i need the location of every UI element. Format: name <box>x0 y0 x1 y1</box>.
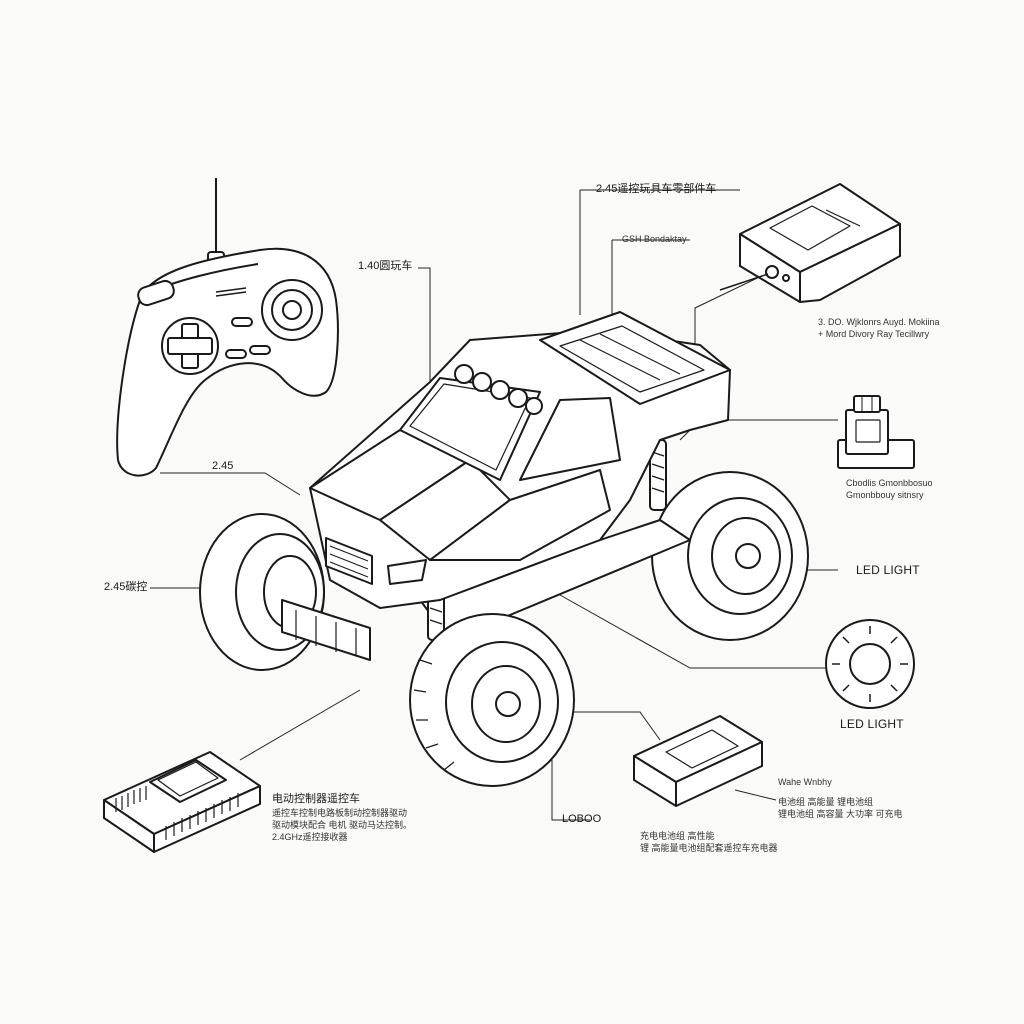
bottom-note-2: 锂 高能量电池组配套遥控车充电器 <box>640 843 778 854</box>
battery-notes: 电池组 高能量 锂电池组 锂电池组 高容量 大功率 可充电 <box>778 796 903 820</box>
battery-note-1: 电池组 高能量 锂电池组 <box>778 797 874 807</box>
battery-title: Wahe Wnbhy <box>778 777 832 787</box>
remote-bottom-label: 2.45 <box>212 460 234 472</box>
front-left-wheel <box>199 513 325 671</box>
esc-title: 电动控制器遥控车 <box>272 793 360 805</box>
front-right-wheel <box>409 613 575 787</box>
receiver-notes: 3. DO. Wjklonrs Auyd. Mokiina + Mord Div… <box>818 316 940 340</box>
battery-note-2: 锂电池组 高容量 大功率 可充电 <box>778 809 903 820</box>
led-light-label-top: LED LIGHT <box>856 563 920 577</box>
bottom-note-1: 充电电池组 高性能 <box>640 831 715 841</box>
bottom-center-label: LOBOO <box>562 813 602 825</box>
receiver-note-2: + Mord Divory Ray Tecillwry <box>818 329 930 340</box>
remote-top-label: 1.40圆玩车 <box>358 260 413 272</box>
circuit-board-icon <box>103 751 261 853</box>
receiver-note-1: 3. DO. Wjklonrs Auyd. Mokiina <box>818 317 940 327</box>
left-side-label: 2.45碳控 <box>104 581 148 593</box>
connector-note-1: Cbodlis Gmonbbosuo <box>846 478 933 488</box>
led-light-label-bottom: LED LIGHT <box>840 717 904 731</box>
connector-icon <box>837 395 915 469</box>
rear-right-wheel <box>651 471 809 641</box>
connector-note-2: Gmonbbouy sitnsry <box>846 490 924 501</box>
bottom-notes: 充电电池组 高性能 锂 高能量电池组配套遥控车充电器 <box>640 830 778 854</box>
battery-pack-icon <box>633 715 763 807</box>
receiver-box-icon <box>719 183 901 303</box>
leader-lines <box>150 189 838 821</box>
esc-text-block: 电动控制器遥控车 遥控车控制电路板制动控制器驱动 驱动模块配合 电机 驱动马达控… <box>272 792 412 843</box>
remote-controller-icon <box>116 178 339 477</box>
esc-line-3: 2.4GHz遥控接收器 <box>272 832 348 843</box>
esc-line-1: 遥控车控制电路板制动控制器驱动 <box>272 807 408 818</box>
led-light-icon <box>825 619 915 709</box>
esc-line-2: 驱动模块配合 电机 驱动马达控制。 <box>272 819 413 830</box>
receiver-title: 2.45遥控玩具车零部件车 <box>596 183 717 195</box>
connector-notes: Cbodlis Gmonbbosuo Gmonbbouy sitnsry <box>846 477 933 501</box>
receiver-subtitle: GSH Bondaktay <box>622 234 687 244</box>
monster-truck-icon <box>199 311 809 787</box>
